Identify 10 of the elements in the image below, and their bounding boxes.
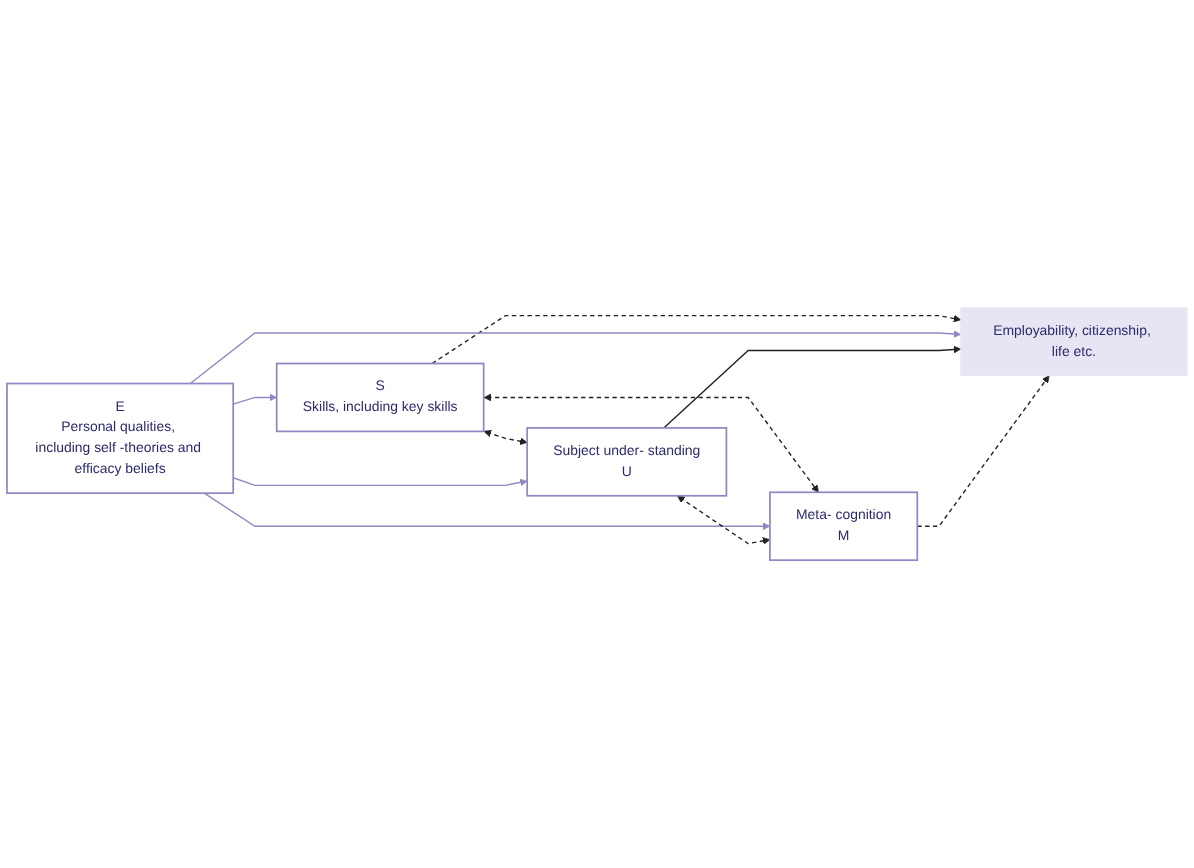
arrow: [483, 393, 819, 493]
arrow: [232, 393, 278, 405]
arrow: [663, 345, 962, 429]
arrow: [203, 492, 771, 531]
arrow: [483, 429, 528, 445]
arrow: [431, 314, 962, 365]
arrow: [916, 375, 1050, 527]
arrow: [232, 477, 528, 487]
arrow: [189, 330, 962, 385]
arrow: [677, 495, 771, 545]
